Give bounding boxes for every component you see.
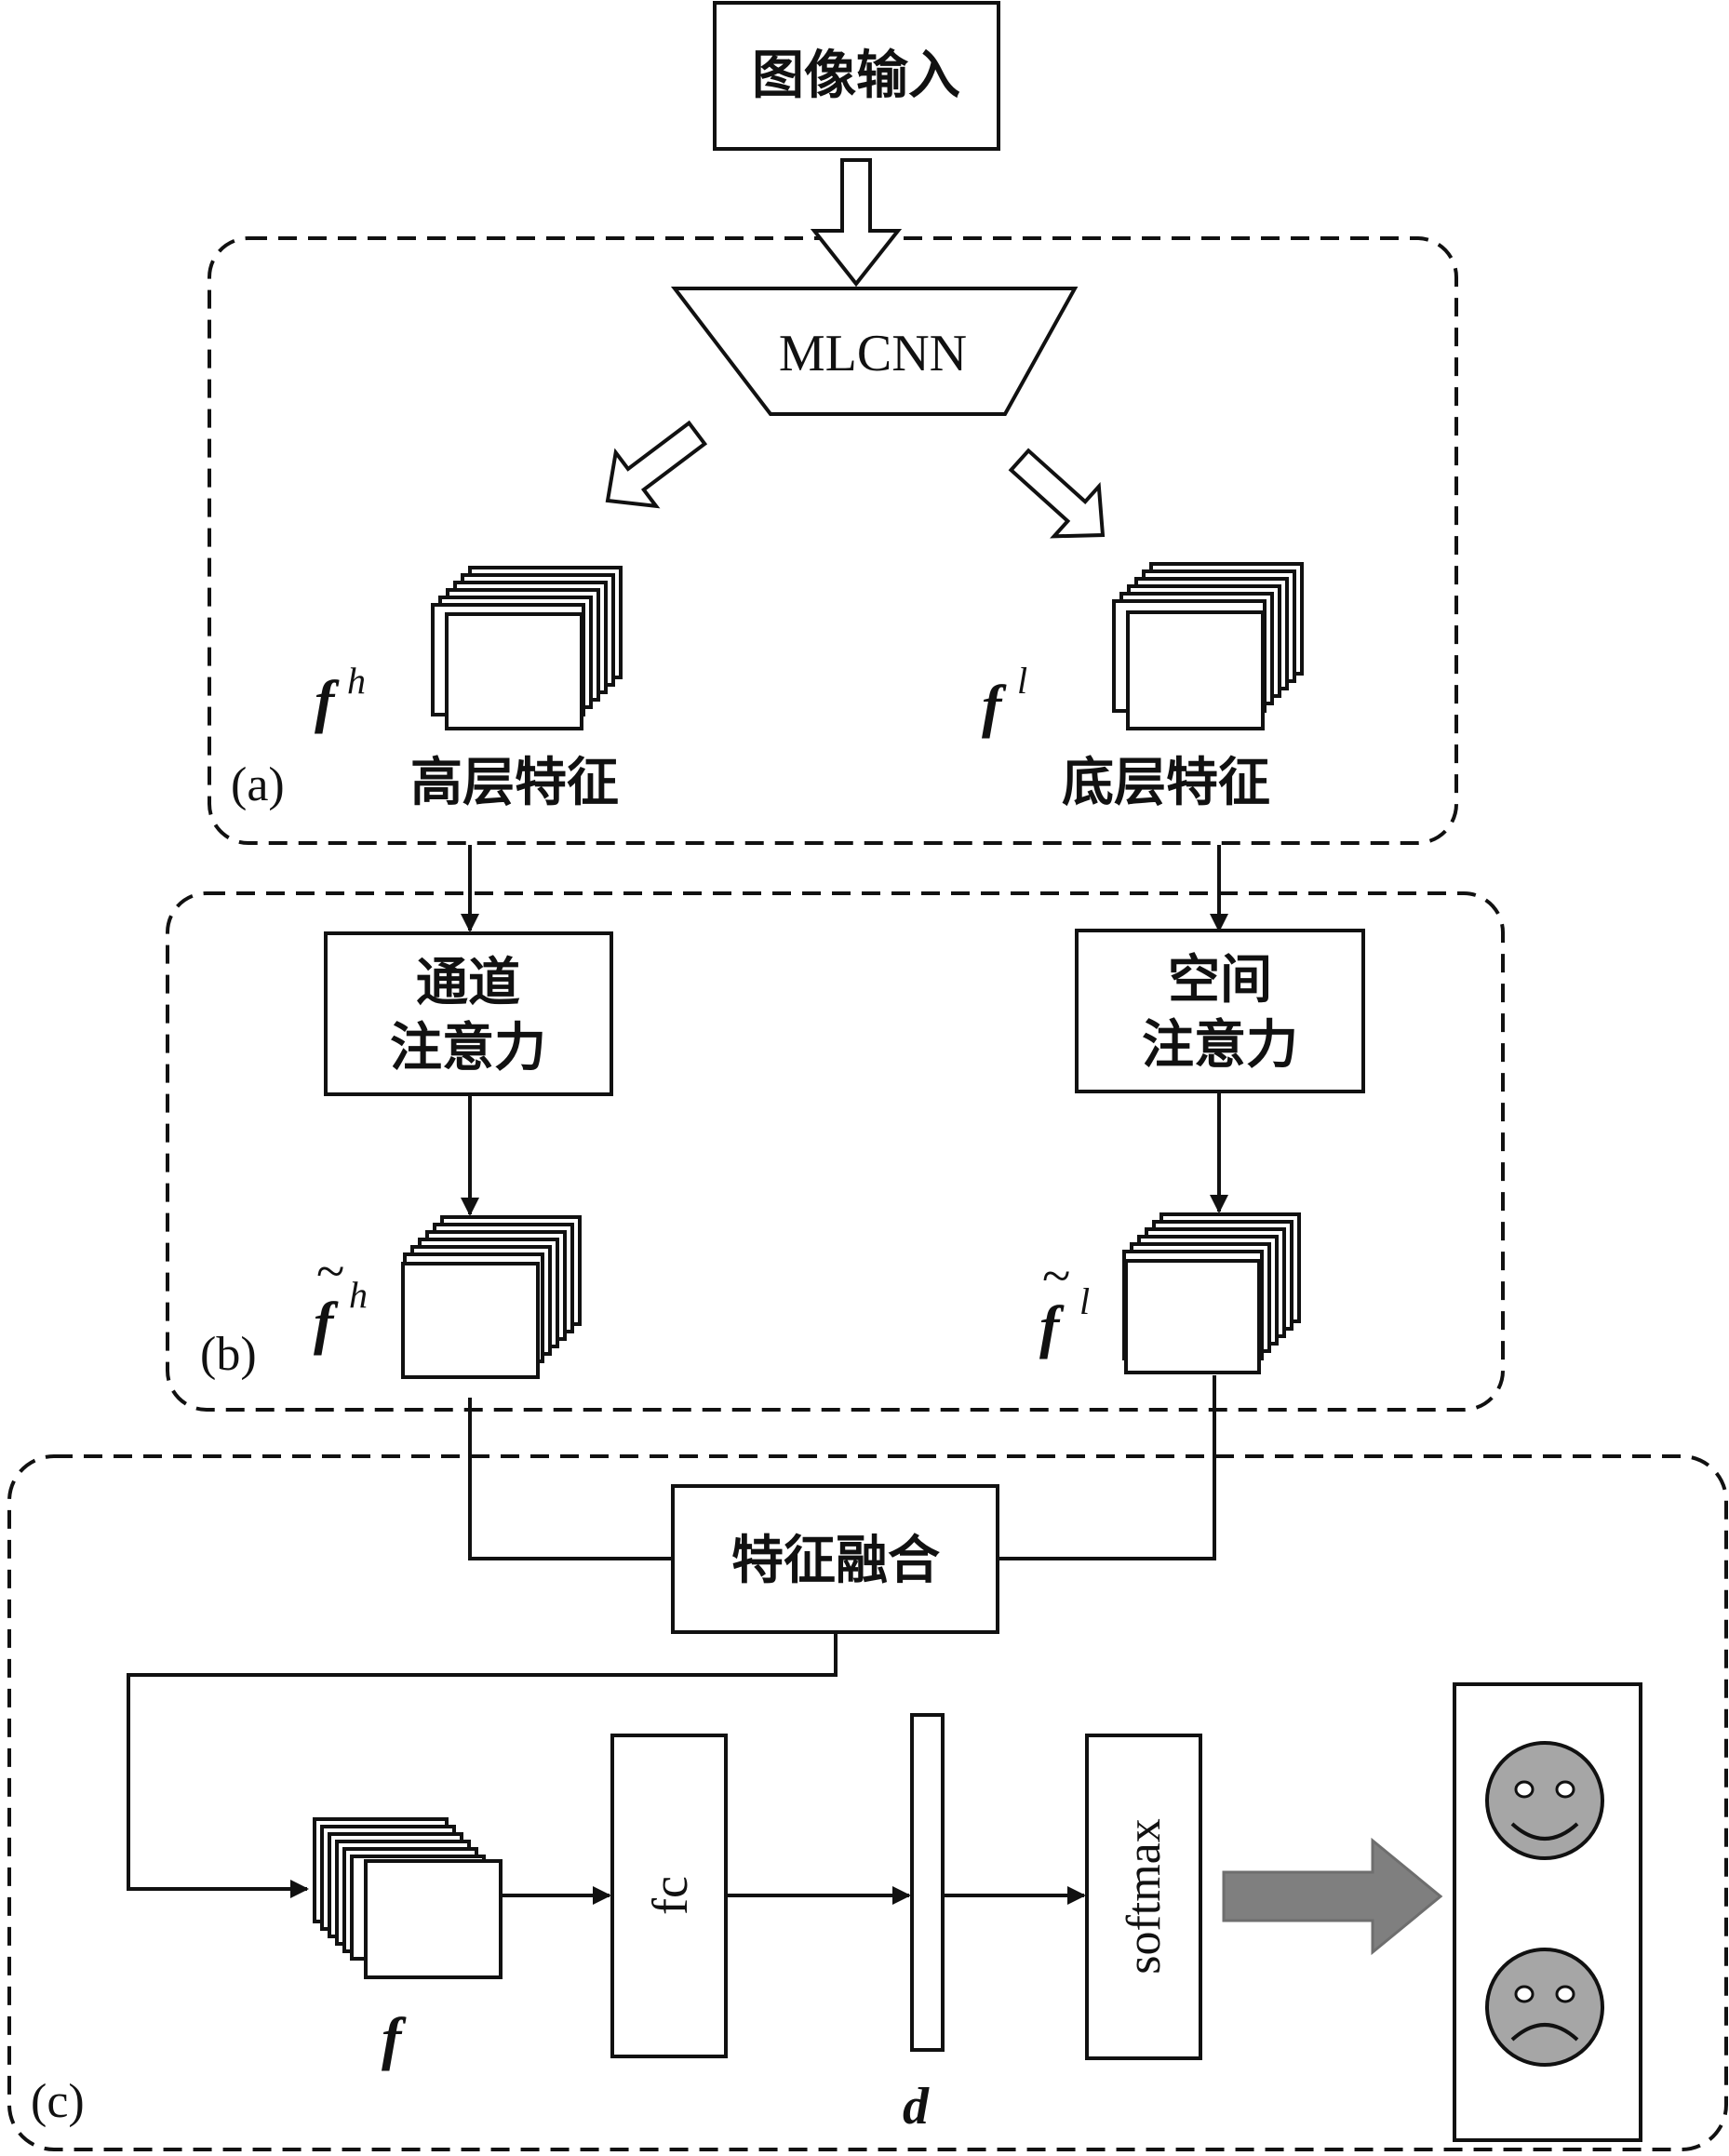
- attended-low-feature-stack: [1122, 1212, 1301, 1374]
- channel-attention-line1: 通道: [416, 953, 520, 1013]
- fusion-to-fused-feature-arrow: [127, 1632, 838, 1898]
- attended-low-tilde: ~: [1042, 1248, 1070, 1306]
- mlcnn-label: MLCNN: [779, 325, 967, 382]
- mlcnn-trapezoid: [670, 287, 1079, 416]
- high-feature-symbol: f: [315, 668, 340, 734]
- low-level-feature-stack: [1112, 562, 1304, 730]
- softmax-label: softmax: [1118, 1818, 1171, 1975]
- spatial-attention-box: [1075, 929, 1365, 1093]
- feature-fusion-label: 特征融合: [731, 1531, 940, 1591]
- fused-feature-stack: [313, 1817, 503, 1979]
- attended-low-superscript: l: [1079, 1280, 1090, 1322]
- backbone-to-low-arrow: [1008, 448, 1106, 539]
- fc-layer-label: fc: [642, 1876, 698, 1915]
- feature-vector-symbol: d: [903, 2078, 930, 2136]
- image-input-label: 图像输入: [752, 46, 960, 106]
- group-b-attention: [166, 891, 1505, 1412]
- low-feature-symbol: f: [982, 673, 1007, 739]
- output-big-arrow: [1222, 1837, 1443, 1956]
- high-level-feature-stack: [431, 566, 623, 730]
- channel-attention-box: [324, 931, 613, 1096]
- fused-feature-symbol: f: [382, 2005, 407, 2071]
- sad-face-icon: [1485, 1948, 1604, 2067]
- high-feature-superscript: h: [347, 660, 366, 702]
- softmax-box: [1085, 1734, 1202, 2060]
- low-feature-label: 底层特征: [1062, 753, 1270, 813]
- attended-high-feature-stack: [401, 1215, 582, 1379]
- backbone-to-high-arrow: [605, 420, 708, 509]
- smiling-face-icon: [1485, 1741, 1604, 1860]
- low-to-fusion-connector: [998, 1375, 1216, 1560]
- attended-high-superscript: h: [349, 1274, 368, 1316]
- low-feature-superscript: l: [1017, 660, 1027, 702]
- section-label-a: (a): [231, 758, 285, 811]
- spatial-attention-line1: 空间: [1168, 950, 1272, 1011]
- spatial-attention-line2: 注意力: [1142, 1015, 1298, 1076]
- feature-vector-bar: [910, 1713, 945, 2052]
- attended-high-tilde: ~: [316, 1243, 344, 1301]
- high-to-fusion-connector: [468, 1398, 673, 1560]
- group-c-classification: [7, 1454, 1728, 2151]
- section-label-c: (c): [31, 2075, 85, 2128]
- high-feature-label: 高层特征: [410, 753, 619, 813]
- input-to-backbone-arrow: [810, 158, 903, 288]
- section-label-b: (b): [200, 1328, 257, 1381]
- image-input-box: [713, 1, 1000, 151]
- channel-attention-line2: 注意力: [390, 1018, 546, 1078]
